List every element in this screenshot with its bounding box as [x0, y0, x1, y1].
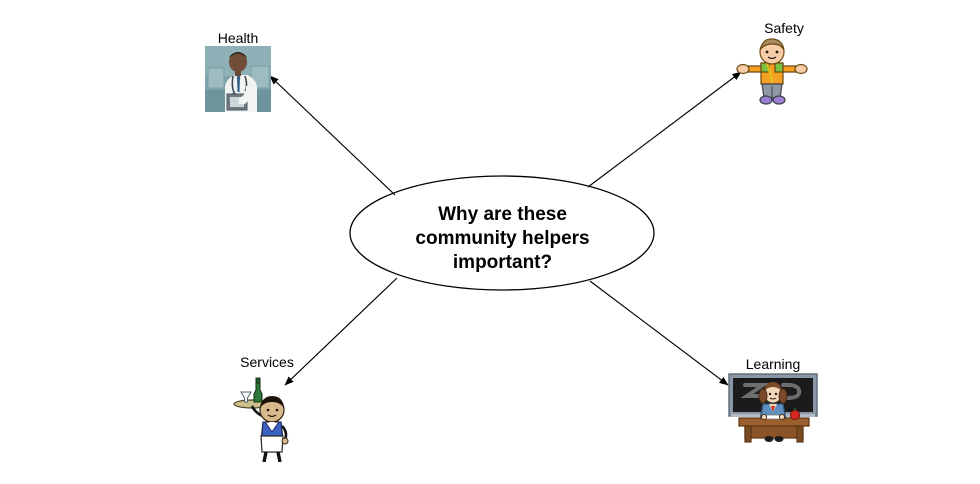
- crossing-guard-clipart-icon: [736, 38, 808, 105]
- doctor-photo-icon: [205, 46, 271, 112]
- connector-services: [284, 277, 398, 386]
- center-question-line-3: important?: [452, 252, 553, 273]
- connector-health: [269, 75, 396, 196]
- node-health-label: Health: [217, 30, 259, 46]
- center-question-line-2: community helpers: [415, 228, 590, 249]
- node-safety[interactable]: Safety: [735, 20, 818, 106]
- connector-learning: [589, 280, 729, 386]
- node-learning-label: Learning: [745, 356, 801, 372]
- center-question: Why are these community helpers importan…: [355, 203, 650, 275]
- node-learning[interactable]: Learning: [725, 356, 821, 444]
- waiter-clipart-icon: [233, 377, 289, 462]
- center-ellipse: [349, 175, 655, 291]
- center-question-line-1: Why are these: [438, 204, 567, 225]
- node-safety-label: Safety: [764, 20, 804, 36]
- node-health[interactable]: Health: [205, 30, 271, 112]
- node-services-label: Services: [240, 354, 294, 370]
- connector-safety: [587, 71, 742, 188]
- teacher-at-desk-clipart-icon: [728, 373, 818, 443]
- node-services[interactable]: Services: [232, 354, 302, 462]
